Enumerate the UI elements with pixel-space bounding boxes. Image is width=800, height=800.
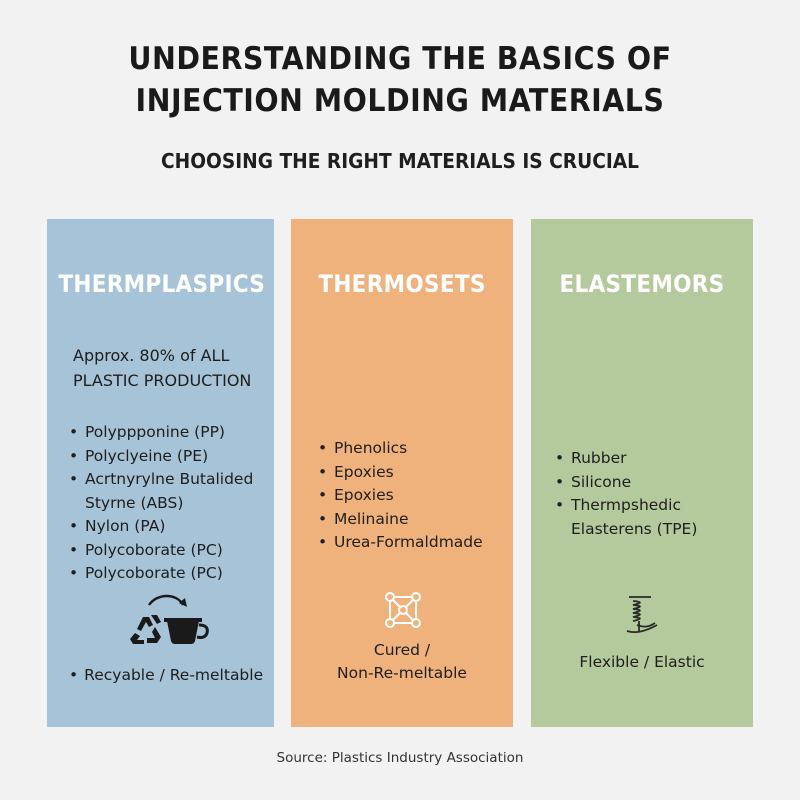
thermosets-panel: THERMOSETS Phenolics Epoxies Epoxies Mel… xyxy=(291,219,513,727)
intro-line-2: PLASTIC PRODUCTION xyxy=(73,371,252,390)
title-line-1: UNDERSTANDING THE BASICS OF xyxy=(128,41,672,77)
list-item: Phenolics xyxy=(318,437,508,461)
source-credit: Source: Plastics Industry Association xyxy=(276,750,524,766)
list-item: Urea-Formaldmade xyxy=(318,531,508,555)
thermosets-note: Cured / Non-Re-meltable xyxy=(291,639,513,685)
list-item: Nylon (PA) xyxy=(69,515,269,539)
page-title: UNDERSTANDING THE BASICS OF INJECTION MO… xyxy=(32,38,768,122)
list-item: Melinaine xyxy=(318,508,508,532)
list-item: Polyclyeine (PE) xyxy=(69,445,269,469)
thermosets-heading: THERMOSETS xyxy=(318,270,486,298)
thermoplastics-note: •Recyable / Re-meltable xyxy=(69,666,264,684)
elastomers-heading: ELASTEMORS xyxy=(559,270,725,298)
elastomers-panel: ELASTEMORS Rubber Silicone Thermpshedic … xyxy=(531,219,753,727)
thermoplastics-heading: THERMPLASPICS xyxy=(58,270,266,298)
note-line-1: Cured / xyxy=(373,641,431,659)
note-text: Recyable / Re-meltable xyxy=(84,666,264,684)
list-item: Epoxies xyxy=(318,461,508,485)
recycle-cup-icon xyxy=(130,594,209,644)
thermoplastics-panel: THERMPLASPICS Approx. 80% of ALL PLASTIC… xyxy=(47,219,274,727)
list-item: Silicone xyxy=(555,471,745,495)
list-item: Thermpshedic Elasterens (TPE) xyxy=(555,494,745,541)
thermoplastics-list: Polyppponine (PP) Polyclyeine (PE) Acrtn… xyxy=(69,421,269,586)
list-item: Rubber xyxy=(555,447,745,471)
list-item: Polycoborate (PC) xyxy=(69,539,269,563)
elastomers-list: Rubber Silicone Thermpshedic Elasterens … xyxy=(555,447,745,541)
crosslinked-network-icon xyxy=(385,592,421,628)
intro-line-1: Approx. 80% of ALL xyxy=(73,346,230,365)
page-subtitle: CHOOSING THE RIGHT MATERIALS IS CRUCIAL xyxy=(160,149,640,173)
thermoplastics-intro: Approx. 80% of ALL PLASTIC PRODUCTION xyxy=(73,343,268,393)
list-item: Acrtnyrylne Butalided Styrne (ABS) xyxy=(69,468,269,515)
spring-coil-icon xyxy=(626,596,658,634)
note-line-2: Non-Re-meltable xyxy=(337,664,467,682)
list-item: Polyppponine (PP) xyxy=(69,421,269,445)
title-line-2: INJECTION MOLDING MATERIALS xyxy=(135,83,665,119)
elastomers-note: Flexible / Elastic xyxy=(579,653,705,671)
list-item: Epoxies xyxy=(318,484,508,508)
thermosets-list: Phenolics Epoxies Epoxies Melinaine Urea… xyxy=(318,437,508,555)
list-item: Polycoborate (PC) xyxy=(69,562,269,586)
